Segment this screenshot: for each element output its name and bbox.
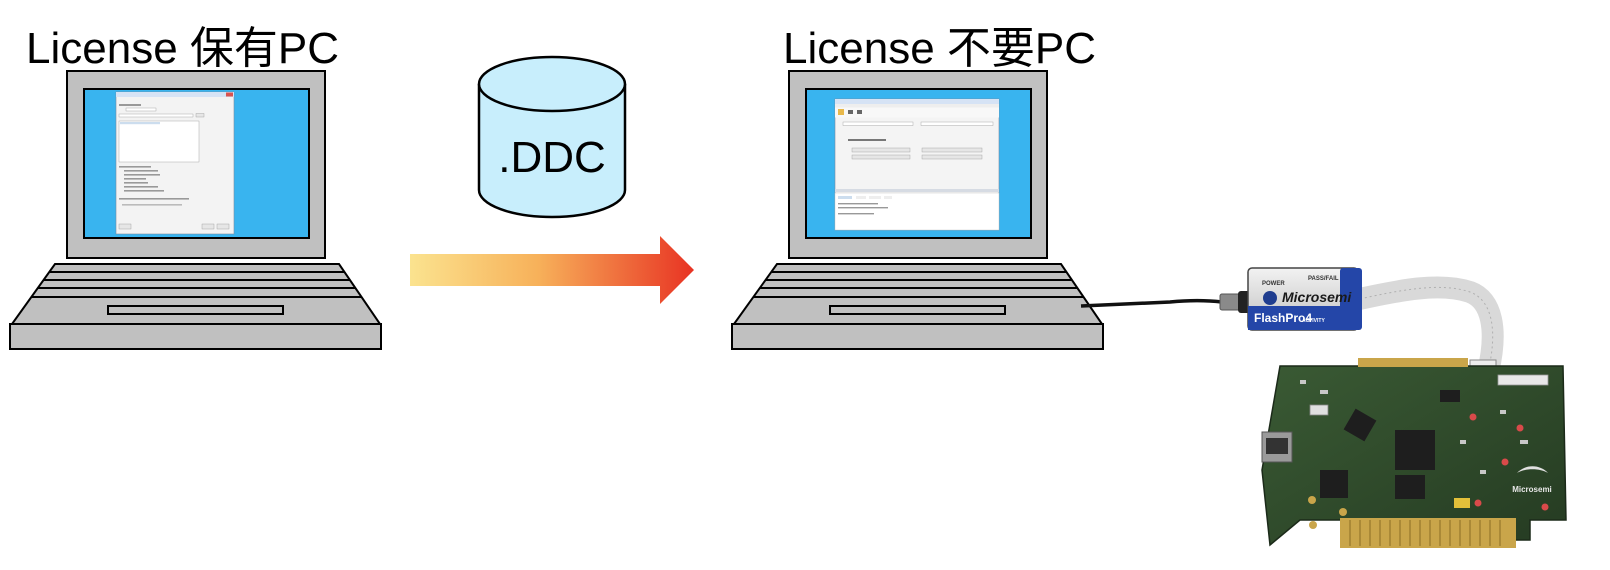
programmer-model: FlashPro4: [1254, 311, 1312, 325]
right-laptop-touchpad: [829, 305, 1006, 315]
board-brand: Microsemi: [1512, 485, 1552, 494]
programmer-brand: Microsemi: [1282, 289, 1352, 305]
fpga-chip: [1395, 430, 1435, 470]
right-laptop-base-front: [731, 323, 1104, 350]
programmer-power-label: POWER: [1262, 281, 1285, 287]
pcie-edge-connector: [1340, 518, 1516, 548]
ddc-database-icon: .DDC: [477, 55, 627, 219]
usb-cable: [1080, 298, 1223, 308]
left-laptop-base-front: [9, 323, 382, 350]
left-pc-title: License 保有PC: [26, 24, 340, 73]
development-board: Microsemi: [1261, 358, 1567, 548]
left-laptop-touchpad: [107, 305, 284, 315]
right-laptop: [731, 70, 1104, 350]
programmer-activity-label: ACTIVITY: [1302, 318, 1325, 324]
database-label: .DDC: [498, 133, 606, 182]
processor-chip: [1343, 408, 1377, 442]
flashpro4-programmer: POWER PASS/FAIL Microsemi FlashPro4 ACTI…: [1247, 267, 1362, 331]
left-laptop: [9, 70, 382, 350]
transfer-arrow: [410, 236, 694, 304]
right-pc-title: License 不要PC: [783, 24, 1097, 73]
programmer-pass-fail-label: PASS/FAIL: [1308, 276, 1339, 282]
left-screen-dialog: [115, 91, 235, 235]
header-pins: [1358, 358, 1468, 367]
usb-connector: [1219, 293, 1241, 311]
board-logo-icon: [1517, 466, 1548, 473]
right-screen-app-window: [834, 98, 1000, 231]
